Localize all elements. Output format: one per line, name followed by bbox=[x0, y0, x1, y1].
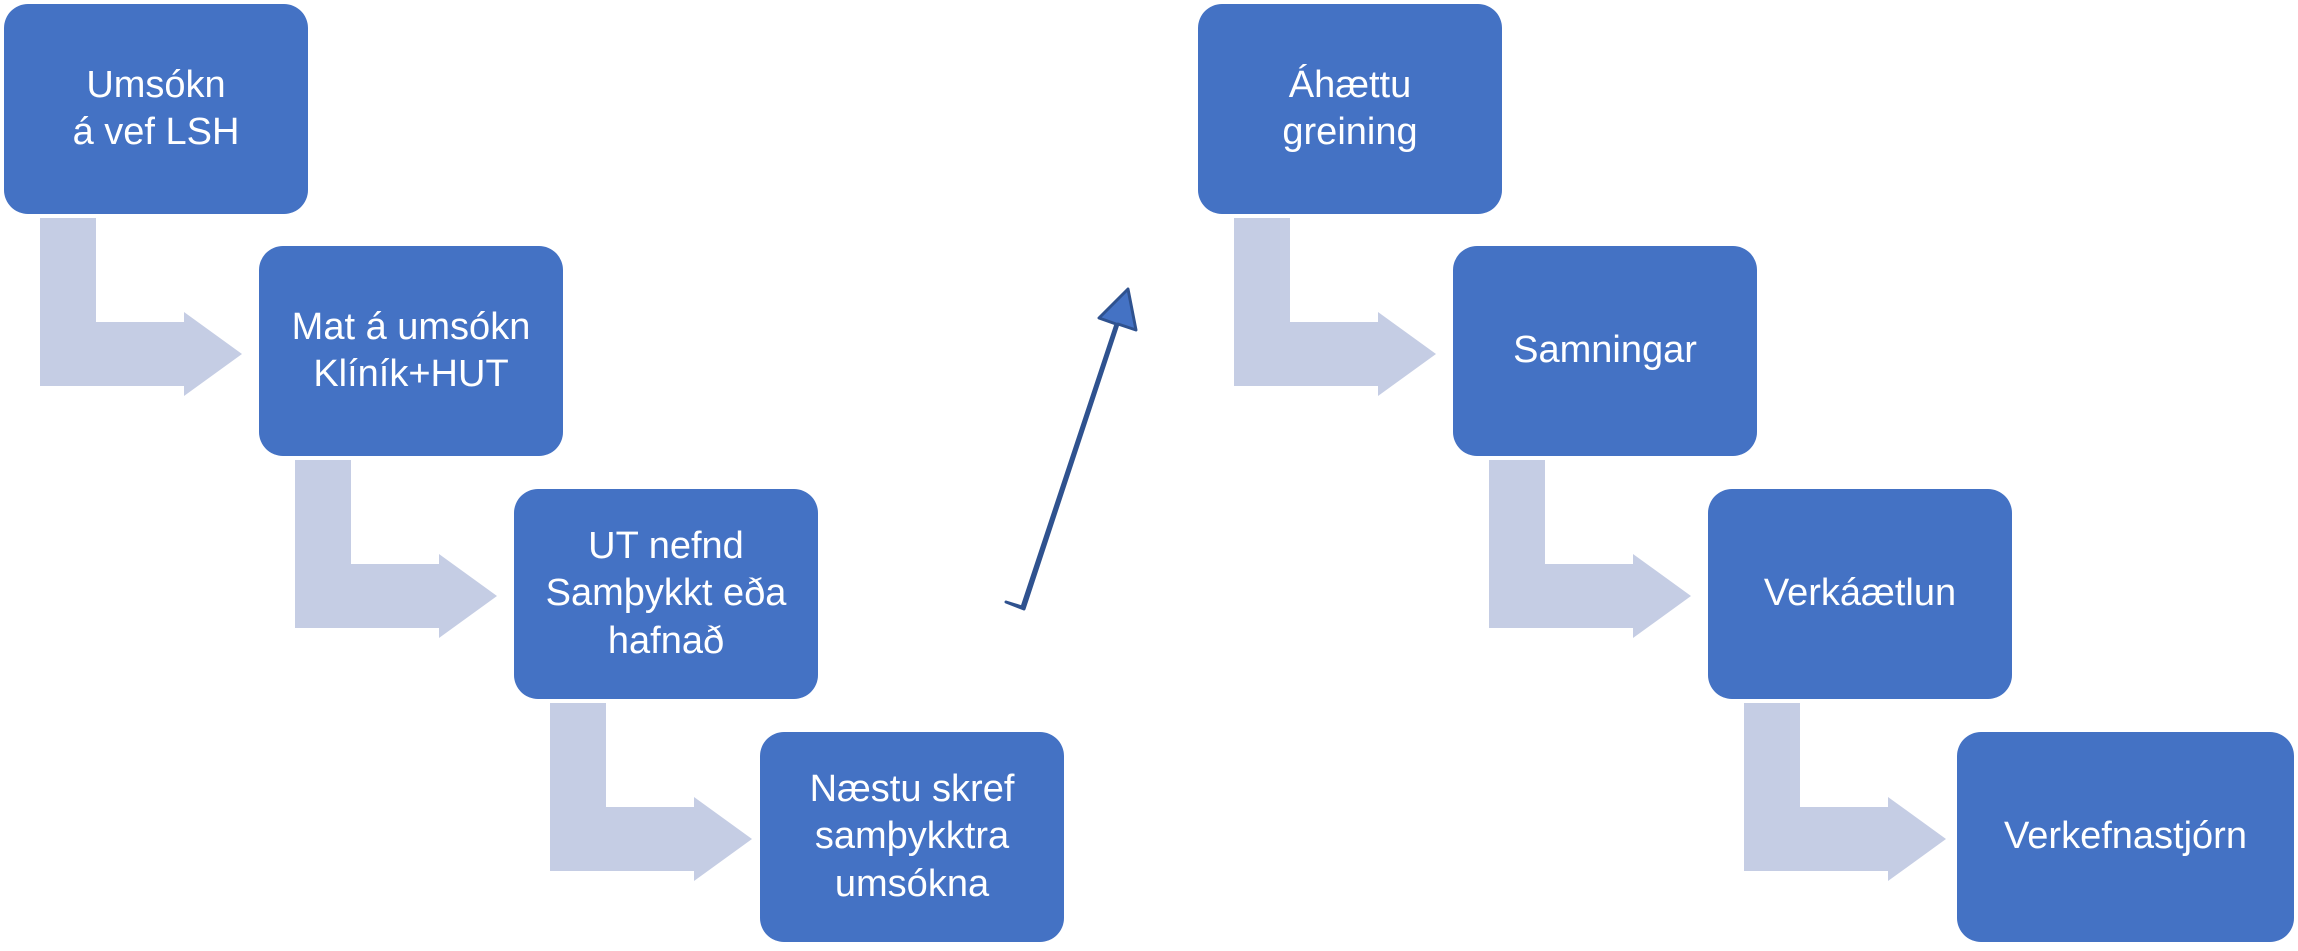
step-next-steps: Næstu skref samþykktra umsókna bbox=[760, 732, 1064, 942]
transition-arrow-icon bbox=[1004, 287, 1138, 611]
step-it-committee: UT nefnd Samþykkt eða hafnað bbox=[514, 489, 818, 699]
step-next-steps-label: Næstu skref samþykktra umsókna bbox=[809, 767, 1015, 905]
elbow-arrow-left-1 bbox=[40, 218, 242, 396]
step-work-plan: Verkáætlun bbox=[1708, 489, 2012, 699]
elbow-arrow-right-2 bbox=[1489, 460, 1691, 638]
step-contracts: Samningar bbox=[1453, 246, 1757, 456]
step-evaluation-label: Mat á umsókn Klíník+HUT bbox=[291, 305, 531, 396]
step-work-plan-label: Verkáætlun bbox=[1763, 572, 1957, 615]
step-contracts-label: Samningar bbox=[1513, 329, 1697, 372]
elbow-arrow-right-3 bbox=[1744, 703, 1946, 881]
step-application-label: Umsókn á vef LSH bbox=[72, 63, 240, 154]
elbow-arrow-left-3 bbox=[550, 703, 752, 881]
step-project-management-label: Verkefnastjórn bbox=[2004, 815, 2247, 858]
step-risk-analysis: Áhættu greining bbox=[1198, 4, 1502, 214]
step-application: Umsókn á vef LSH bbox=[4, 4, 308, 214]
step-project-management: Verkefnastjórn bbox=[1957, 732, 2294, 942]
elbow-arrow-left-2 bbox=[295, 460, 497, 638]
step-risk-analysis-label: Áhættu greining bbox=[1282, 63, 1418, 154]
step-it-committee-label: UT nefnd Samþykkt eða hafnað bbox=[545, 524, 787, 662]
elbow-arrow-right-1 bbox=[1234, 218, 1436, 396]
step-evaluation: Mat á umsókn Klíník+HUT bbox=[259, 246, 563, 456]
